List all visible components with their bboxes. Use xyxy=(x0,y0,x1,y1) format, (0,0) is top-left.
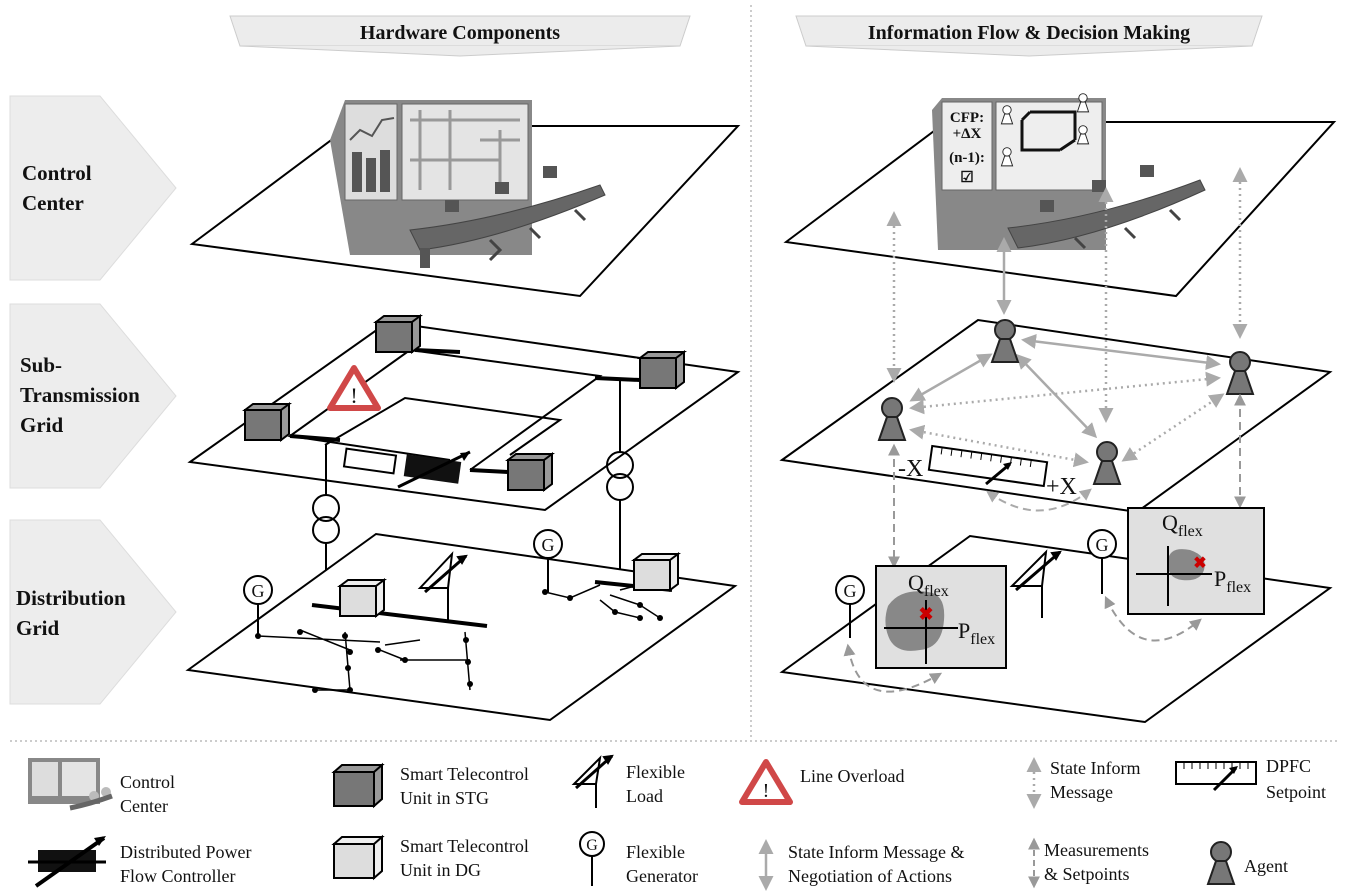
flex-q-label: Qflex xyxy=(908,570,949,600)
generator-letter: G xyxy=(1096,535,1109,555)
generator-letter: G xyxy=(586,837,598,854)
flexible-generator-icon: G xyxy=(243,575,273,636)
legend-dpfc-setpoint-icon xyxy=(1175,761,1257,792)
legend-label: Flexible xyxy=(626,762,685,782)
line-overload-icon: ! xyxy=(327,365,381,411)
screen-n1-check: ☑ xyxy=(960,170,973,186)
side-label-line: Distribution xyxy=(16,586,126,610)
legend-flexible-generator-icon: G xyxy=(579,831,605,886)
stu-stg-cube xyxy=(505,452,555,492)
side-label-distribution: Distribution Grid xyxy=(9,519,177,705)
generator-letter: G xyxy=(542,535,555,555)
legend-label: DPFC xyxy=(1266,756,1311,776)
side-label-line: Sub- xyxy=(20,353,62,377)
side-label-line: Control xyxy=(22,161,92,185)
legend-label: Distributed Power xyxy=(120,842,251,862)
legend-label: Load xyxy=(626,786,663,806)
side-label-line: Transmission xyxy=(20,383,140,407)
screen-cfp-value: +ΔX xyxy=(953,126,982,142)
legend-agent-icon xyxy=(1207,841,1235,885)
legend-label: Agent xyxy=(1244,856,1288,876)
legend-label: Smart Telecontrol xyxy=(400,764,529,784)
flex-plot-right: ✖ Qflex Pflex xyxy=(1127,507,1265,615)
legend-label: Unit in DG xyxy=(400,860,481,880)
flexible-generator-icon: G xyxy=(1087,529,1117,594)
legend-label: State Inform Message & xyxy=(788,842,964,862)
legend-label: & Setpoints xyxy=(1044,864,1130,884)
legend-label: State Inform xyxy=(1050,758,1140,778)
stu-dg-cube xyxy=(631,552,681,592)
side-label-control-center: Control Center xyxy=(9,95,177,281)
legend-label: Line Overload xyxy=(800,766,904,786)
legend-label: Flexible xyxy=(626,842,685,862)
legend-label: Message xyxy=(1050,782,1113,802)
legend-label: Setpoint xyxy=(1266,782,1326,802)
control-room-right: CFP: +ΔX (n-1): ☑ xyxy=(932,93,1206,250)
legend-label: Center xyxy=(120,796,168,816)
dpfc-plus-label: +X xyxy=(1046,474,1077,500)
flex-p-label: Pflex xyxy=(1214,566,1251,596)
legend-label: Unit in STG xyxy=(400,788,489,808)
stu-dg-cube xyxy=(337,578,387,618)
generator-letter: G xyxy=(252,581,265,601)
legend-flexible-load-icon xyxy=(571,754,614,808)
flex-plot-left: ✖ Qflex Pflex xyxy=(875,565,1007,669)
header-left-title: Hardware Components xyxy=(360,22,560,44)
side-label-line: Grid xyxy=(20,413,63,437)
legend-stu-stg-icon xyxy=(331,762,385,809)
state-inform-arrows xyxy=(886,167,1248,468)
transformer-left-2 xyxy=(606,378,634,580)
legend-label: Control xyxy=(120,772,175,792)
side-label-line: Grid xyxy=(16,616,59,640)
legend-label: Measurements xyxy=(1044,840,1149,860)
flexible-load-icon xyxy=(1009,549,1062,618)
flexible-generator-icon: G xyxy=(835,575,865,638)
legend-stu-dg-icon xyxy=(331,834,385,881)
legend-line-overload-icon: ! xyxy=(739,759,793,805)
legend-label: Smart Telecontrol xyxy=(400,836,529,856)
header-right-banner: Information Flow & Decision Making xyxy=(795,15,1263,57)
side-label-sub-transmission: Sub- Transmission Grid xyxy=(9,303,177,489)
legend-dpfc-icon xyxy=(28,836,106,888)
legend-label: Negotiation of Actions xyxy=(788,866,952,886)
screen-n1-label: (n-1): xyxy=(949,150,985,166)
dpfc-left xyxy=(342,447,471,489)
warning-mark: ! xyxy=(350,383,357,408)
flex-q-label: Qflex xyxy=(1162,510,1203,540)
legend-label: Flow Controller xyxy=(120,866,236,886)
side-label-line: Center xyxy=(22,191,84,215)
stu-stg-cube xyxy=(637,350,687,390)
flexible-generator-icon: G xyxy=(533,529,563,592)
stu-stg-cube xyxy=(373,314,423,354)
legend: Control Center Distributed Power Flow Co… xyxy=(28,754,1326,891)
control-room-left xyxy=(330,100,606,268)
header-left-banner: Hardware Components xyxy=(229,15,691,57)
dpfc-measurement-arrow xyxy=(986,488,1092,512)
setpoint-mark: ✖ xyxy=(1193,555,1206,572)
legend-control-center-icon xyxy=(28,758,113,811)
generator-letter: G xyxy=(844,581,857,601)
warning-mark: ! xyxy=(763,780,770,802)
stu-stg-cube xyxy=(242,402,292,442)
screen-cfp-label: CFP: xyxy=(950,110,984,126)
dpfc-minus-label: -X xyxy=(898,456,923,482)
measurement-arrows xyxy=(843,393,1246,693)
legend-label: Generator xyxy=(626,866,698,886)
flexible-load-icon xyxy=(417,551,468,620)
setpoint-mark: ✖ xyxy=(918,604,933,624)
sub-grid-left-lines xyxy=(287,348,641,474)
flex-p-label: Pflex xyxy=(958,618,995,648)
header-right-title: Information Flow & Decision Making xyxy=(868,22,1190,44)
